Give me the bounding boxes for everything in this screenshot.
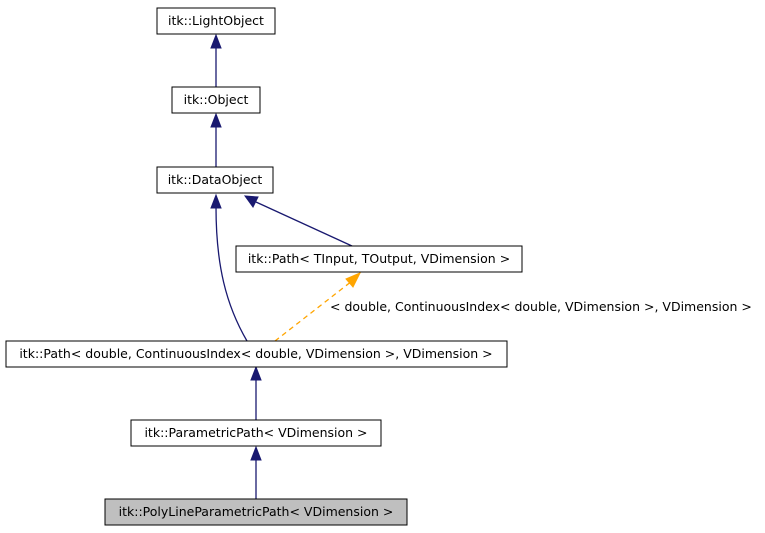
edge-object-to-lightobject-arrowhead	[210, 33, 222, 49]
node-parametric-path-label: itk::ParametricPath< VDimension >	[144, 425, 367, 440]
node-light-object[interactable]: itk::LightObject	[156, 7, 276, 35]
node-data-object[interactable]: itk::DataObject	[156, 166, 274, 194]
node-object-label: itk::Object	[184, 92, 249, 107]
edge-pathtemplate-to-dataobject-arrowhead	[243, 195, 259, 208]
node-data-object-label: itk::DataObject	[168, 172, 263, 187]
edge-label-template-instantiation: < double, ContinuousIndex< double, VDime…	[330, 299, 752, 314]
edge-polyline-to-parametricpath-arrowhead	[250, 445, 262, 461]
edge-parametricpath-to-pathcontinuous-arrowhead	[250, 365, 262, 381]
edges	[210, 33, 362, 499]
node-light-object-box	[156, 7, 276, 35]
node-polyline-path-box	[104, 498, 408, 526]
edge-dataobject-to-object-arrowhead	[210, 112, 222, 128]
node-path-continuous-label: itk::Path< double, ContinuousIndex< doub…	[19, 346, 492, 361]
node-light-object-label: itk::LightObject	[168, 13, 264, 28]
node-parametric-path-box	[130, 419, 382, 447]
edge-pathtemplate-to-dataobject	[255, 201, 353, 247]
edge-pathcontinuous-to-dataobject	[215, 206, 248, 342]
node-path-template-label: itk::Path< TInput, TOutput, VDimension >	[248, 251, 510, 266]
edge-pathcontinuous-to-pathtemplate-arrowhead	[345, 272, 362, 288]
node-path-template-box	[235, 245, 523, 273]
node-parametric-path[interactable]: itk::ParametricPath< VDimension >	[130, 419, 382, 447]
node-data-object-box	[156, 166, 274, 194]
node-path-template[interactable]: itk::Path< TInput, TOutput, VDimension >	[235, 245, 523, 273]
edge-pathcontinuous-to-pathtemplate	[274, 280, 353, 342]
node-polyline-path-label: itk::PolyLineParametricPath< VDimension …	[119, 504, 394, 519]
node-path-continuous[interactable]: itk::Path< double, ContinuousIndex< doub…	[5, 340, 508, 368]
node-object-box	[171, 86, 261, 114]
node-object[interactable]: itk::Object	[171, 86, 261, 114]
node-polyline-path[interactable]: itk::PolyLineParametricPath< VDimension …	[104, 498, 408, 526]
edge-pathcontinuous-to-dataobject-arrowhead	[210, 193, 222, 209]
node-path-continuous-box	[5, 340, 508, 368]
